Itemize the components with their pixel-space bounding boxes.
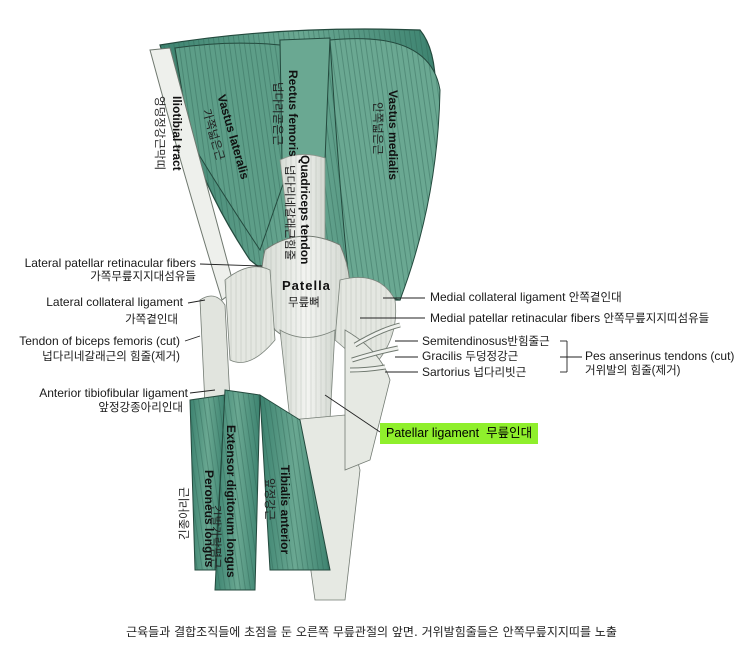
label-medial-patellar-retinacular: Medial patellar retinacular fibers 안쪽무릎지… bbox=[430, 311, 710, 325]
label-semitendinosus: Semitendinosus반힘줄근 bbox=[422, 334, 550, 348]
leg-muscles bbox=[189, 389, 331, 591]
inner-vastus-medialis: Vastus medialis bbox=[386, 90, 400, 181]
label-lateral-collateral: Lateral collateral ligament bbox=[46, 295, 183, 309]
patellar-ligament-shape bbox=[279, 329, 336, 426]
inner-extensor-digitorum: Extensor digitorum longus bbox=[224, 425, 238, 578]
label-biceps-femoris: Tendon of biceps femoris (cut) bbox=[19, 334, 180, 348]
label-lateral-collateral-kr: 가쪽곁인대 bbox=[125, 314, 178, 326]
inner-quadriceps-tendon-kr: 넙다리네갈래근힘줄 bbox=[283, 165, 295, 261]
label-pes-anserinus: Pes anserinus tendons (cut) bbox=[585, 349, 735, 363]
inner-rectus-femoris: Rectus femoris bbox=[286, 70, 300, 157]
inner-tibialis-anterior: Tibialis anterior bbox=[278, 465, 292, 555]
inner-vastus-medialis-kr: 안쪽넓은근 bbox=[371, 102, 383, 155]
inner-quadriceps-tendon: Quadriceps tendon bbox=[298, 155, 312, 265]
figure-caption: 근육들과 결합조직들에 초점을 둔 오른쪽 무릎관절의 앞면. 거위발힘줄들은 … bbox=[126, 625, 617, 639]
pes-anserinus-shape bbox=[349, 322, 401, 373]
label-anterior-tibiofibular-kr: 앞정강종아리인대 bbox=[98, 402, 183, 414]
inner-patella: Patella bbox=[282, 278, 331, 293]
inner-rectus-femoris-kr: 넙다리곧은근 bbox=[271, 82, 283, 146]
inner-extensor-digitorum-kr: 긴발가락폄근 bbox=[209, 505, 221, 569]
label-sartorius: Sartorius 넙다리빗근 bbox=[422, 365, 527, 379]
leader-lines bbox=[184, 263, 582, 433]
inner-peroneus-longus-kr: 긴종아리근 bbox=[179, 487, 191, 540]
inner-iliotibial-kr: 엉덩정강근막띠 bbox=[153, 96, 165, 171]
label-anterior-tibiofibular: Anterior tibiofibular ligament bbox=[39, 386, 188, 400]
label-patellar-ligament: Patellar ligament 무릎인대 bbox=[380, 423, 538, 444]
label-medial-collateral: Medial collateral ligament 안쪽곁인대 bbox=[430, 290, 622, 304]
label-lateral-patellar-retinacular-kr: 가쪽무릎지지대섬유들 bbox=[90, 271, 196, 283]
inner-iliotibial: Iliotibial tract bbox=[170, 96, 184, 171]
inner-tibialis-anterior-kr: 앞정강근 bbox=[263, 478, 275, 521]
label-biceps-femoris-kr: 넙다리네갈래근의 힘줄(제거) bbox=[42, 351, 180, 363]
label-lateral-patellar-retinacular: Lateral patellar retinacular fibers bbox=[24, 256, 196, 270]
inner-patella-kr: 무릎뼈 bbox=[288, 297, 320, 309]
label-gracilis: Gracilis 두덩정강근 bbox=[422, 349, 519, 363]
label-pes-anserinus-kr: 거위발의 힘줄(제거) bbox=[585, 365, 681, 377]
